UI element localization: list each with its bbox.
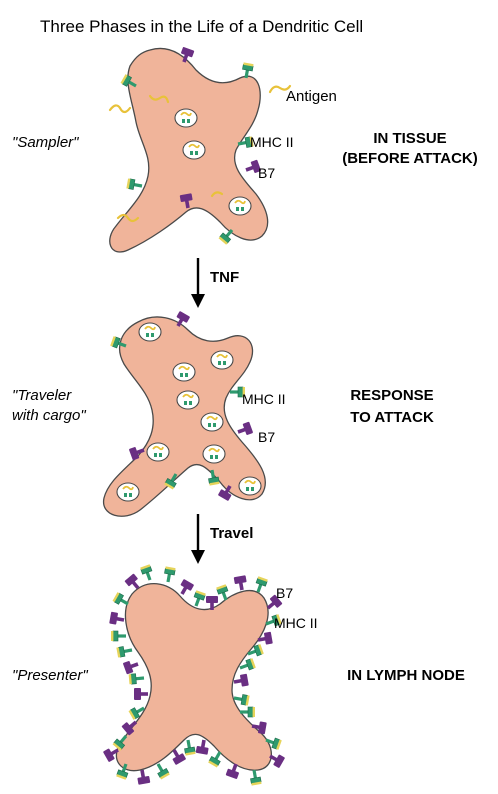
vesicle [200,412,224,432]
stage-label-1-line1: IN TISSUE [373,130,446,147]
mhc-ii-label-3: MHC II [274,615,318,631]
mhc-ii-receptor [115,644,134,659]
b7-receptor [235,421,254,438]
traveler-role-label-line1: "Traveler [12,387,72,404]
b7-label-3: B7 [276,585,293,601]
b7-receptor [176,578,195,597]
arrow-travel [191,514,205,564]
antigen-particle [116,213,140,223]
vesicle [228,196,252,216]
antigen-particle [268,84,292,94]
presenter-cell-body [115,583,272,772]
antigen-particle [108,104,132,114]
antigen-particle [210,191,224,198]
presenter-role-label: "Presenter" [12,667,88,684]
b7-receptor [136,768,151,785]
b7-receptor [134,688,148,700]
arrow-travel-label: Travel [210,525,253,542]
antigen-label: Antigen [286,88,337,105]
b7-receptor [195,738,210,755]
stage-label-1-line2: (BEFORE ATTACK) [342,150,478,167]
vesicle [146,442,170,462]
free-antigens [108,84,292,223]
stage-label-2-line1: RESPONSE [350,387,433,404]
b7-receptor [122,658,141,675]
mhc-ii-receptor [110,630,127,642]
vesicle [176,390,200,410]
stage-label-2-line2: TO ATTACK [350,409,434,426]
arrow-tnf-label: TNF [210,269,239,286]
b7-receptor [233,575,248,592]
mhc-ii-receptor [139,563,156,583]
vesicle [210,350,234,370]
sampler-role-label: "Sampler" [12,134,79,151]
b7-label-2: B7 [258,429,275,445]
mhc-ii-receptor [190,589,207,609]
vesicle [182,140,206,160]
b7-label-1: B7 [258,165,275,181]
traveler-role-label-line2: with cargo" [12,407,86,424]
stage-label-3: IN LYMPH NODE [347,667,465,684]
vesicle [116,482,140,502]
vesicle [172,362,196,382]
mhc-ii-receptor [128,672,145,685]
arrow-tnf [191,258,205,308]
antigen-particle [148,94,170,104]
vesicle [202,444,226,464]
vesicle [238,476,262,496]
mhc-ii-receptor [125,177,144,192]
traveler-cell [103,310,266,517]
mhc-ii-receptor [248,768,263,787]
mhc-ii-label-2: MHC II [242,391,286,407]
b7-receptor [232,673,249,688]
b7-receptor [109,611,126,626]
vesicle [138,322,162,342]
sampler-cell [108,46,292,253]
figure-title: Three Phases in the Life of a Dendritic … [40,17,363,36]
mhc-ii-label-1: MHC II [250,134,294,150]
vesicle [174,108,198,128]
mhc-ii-receptor [182,738,197,757]
presenter-cell [102,563,286,787]
mhc-ii-receptor [162,565,177,584]
